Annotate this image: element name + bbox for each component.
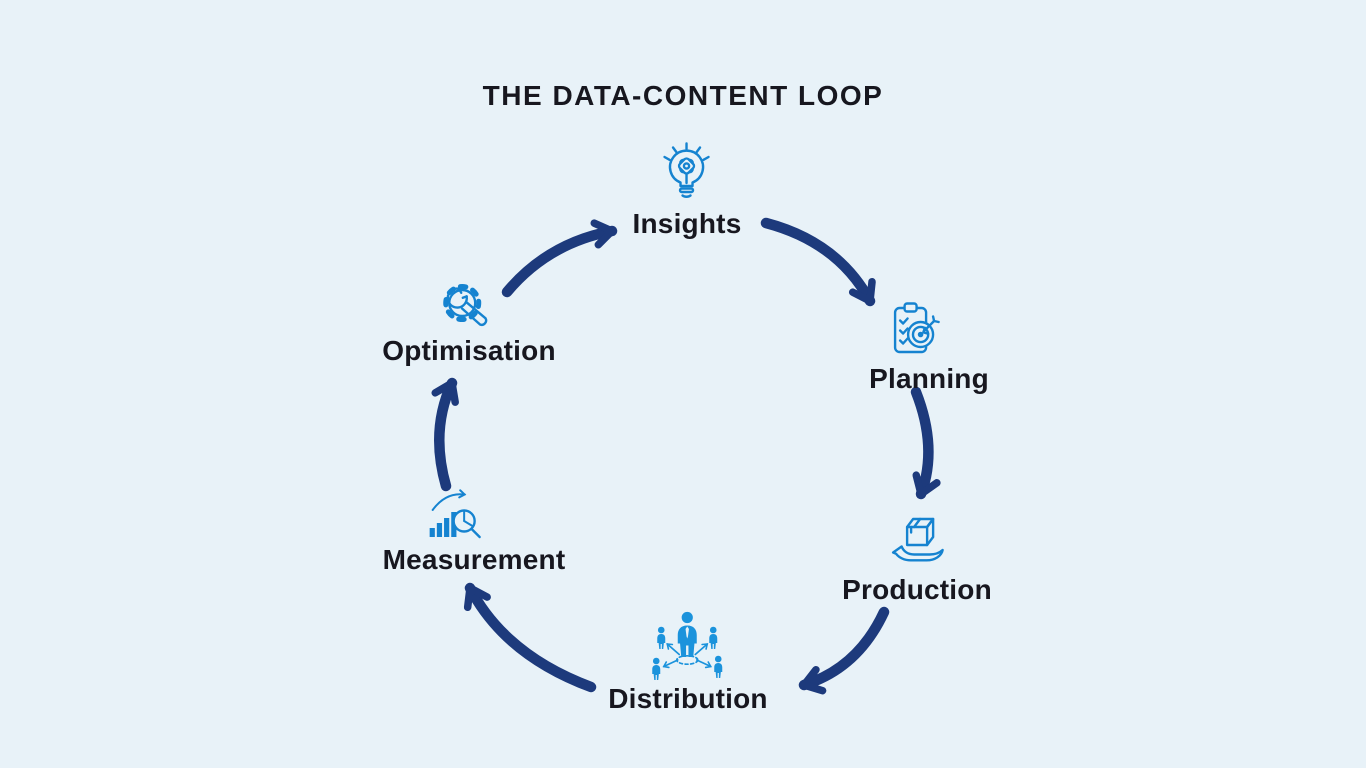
stage-optimisation: Optimisation [382,281,556,367]
arrow-production-to-distribution [798,606,890,695]
stage-label-optimisation: Optimisation [382,335,556,366]
arrow-insights-to-planning [760,217,876,307]
gear-wrench-icon [443,284,487,327]
stage-label-distribution: Distribution [608,683,768,714]
stage-planning: Planning [869,299,989,395]
hand-holding-box-icon [891,517,944,562]
arrow-distribution-to-measurement [463,582,597,693]
stage-label-measurement: Measurement [382,544,566,575]
stage-label-planning: Planning [869,363,989,394]
clipboard-target-icon [893,302,940,354]
bar-chart-magnifier-icon [430,489,482,539]
arrow-planning-to-production [910,386,941,500]
lightbulb-gear-icon [663,142,711,198]
diagram-title: THE DATA-CONTENT LOOP [482,80,884,111]
arrow-optimisation-to-insights [501,219,618,298]
arrow-measurement-to-optimisation [431,377,459,492]
people-network-icon [652,611,722,680]
stage-label-production: Production [842,574,992,605]
stage-distribution: Distribution [608,609,768,715]
stage-insights: Insights [633,142,742,240]
stage-label-insights: Insights [632,208,742,239]
stage-measurement: Measurement [383,484,566,576]
stage-production: Production [842,510,992,606]
